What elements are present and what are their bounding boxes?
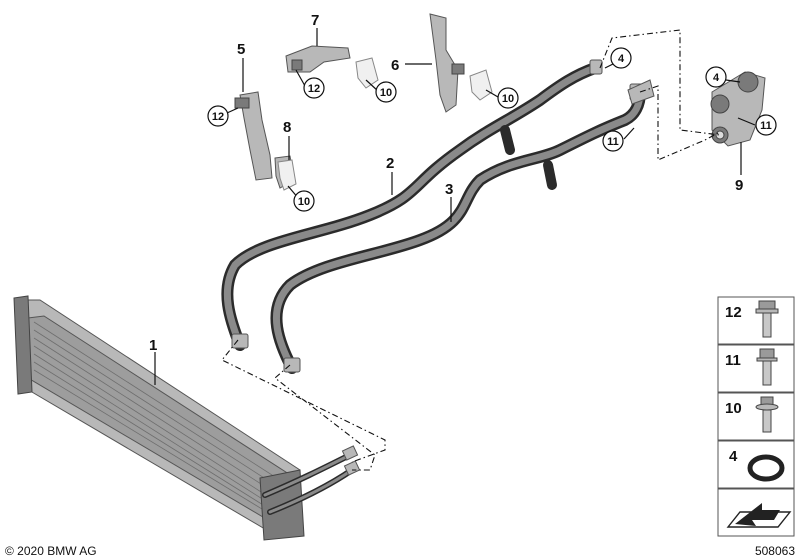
cooler-pipe-2 [221,59,603,351]
svg-text:12: 12 [308,83,320,95]
assembly-lines [221,29,721,471]
hex-flange-bolt-icon [755,300,779,338]
callout-11-b: 11 [755,114,777,136]
callout-12-a: 12 [207,105,229,127]
clip-6 [469,69,493,101]
callout-4-a: 4 [610,47,632,69]
clip-7 [355,57,379,89]
bracket-5 [234,91,273,181]
flange-bolt-icon [755,396,779,433]
svg-text:4: 4 [713,72,720,84]
legend-label-11: 11 [725,352,741,369]
parts-legend: 12 11 10 4 [717,296,795,537]
callout-10-b: 10 [497,87,519,109]
callout-7: 7 [311,12,319,29]
callout-4-b: 4 [705,66,727,88]
svg-text:4: 4 [618,53,625,65]
bracket-6 [429,13,465,113]
bracket-7 [285,45,351,73]
legend-label-12: 12 [725,304,742,321]
callout-12-b: 12 [303,77,325,99]
legend-label-10: 10 [725,400,742,417]
copyright-text: © 2020 BMW AG [5,544,97,558]
svg-text:10: 10 [298,196,310,208]
svg-text:11: 11 [607,136,619,148]
clip-8 [277,159,297,191]
callout-10-c: 10 [293,190,315,212]
svg-text:12: 12 [212,111,224,123]
svg-text:10: 10 [502,93,514,105]
callout-5: 5 [237,41,245,58]
legend-label-4: 4 [729,448,738,465]
callout-6: 6 [391,57,399,74]
svg-text:10: 10 [380,87,392,99]
direction-arrow-icon [726,503,792,528]
callout-10-a: 10 [375,81,397,103]
callout-1: 1 [149,337,157,354]
oil-cooler-radiator [13,295,361,541]
svg-text:11: 11 [760,120,772,132]
thermostat-housing [710,71,766,147]
diagram-number: 508063 [755,544,795,558]
legend-cell-11 [717,344,795,393]
cooler-pipe-3 [270,83,646,374]
hex-bolt-icon [756,348,778,386]
legend-cell-12 [717,296,795,345]
o-ring-icon [747,454,785,482]
legend-cell-10 [717,392,795,441]
callout-3: 3 [445,181,453,198]
callout-11-a: 11 [602,130,624,152]
callout-9: 9 [735,177,743,194]
callout-8: 8 [283,119,291,136]
callout-2: 2 [386,155,394,172]
